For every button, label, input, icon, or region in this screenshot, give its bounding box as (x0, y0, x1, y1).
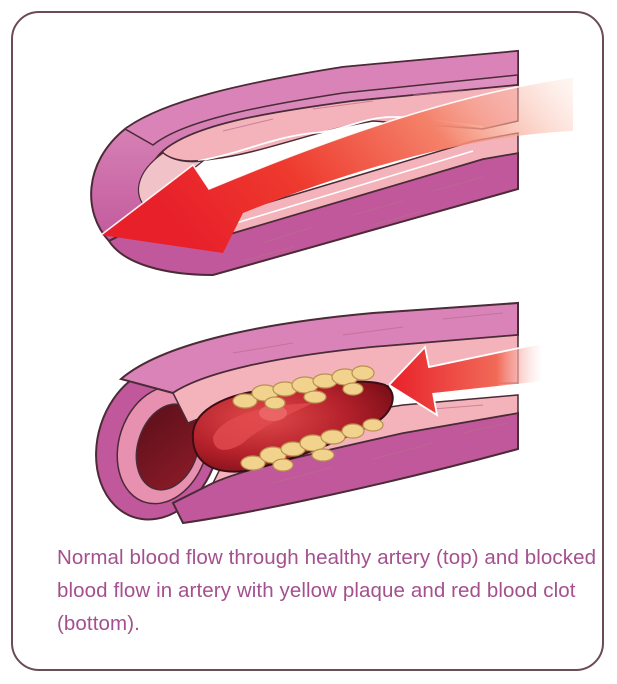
artery-illustration (13, 13, 604, 533)
figure-card: Normal blood flow through healthy artery… (11, 11, 604, 671)
figure-caption: Normal blood flow through healthy artery… (57, 541, 597, 640)
